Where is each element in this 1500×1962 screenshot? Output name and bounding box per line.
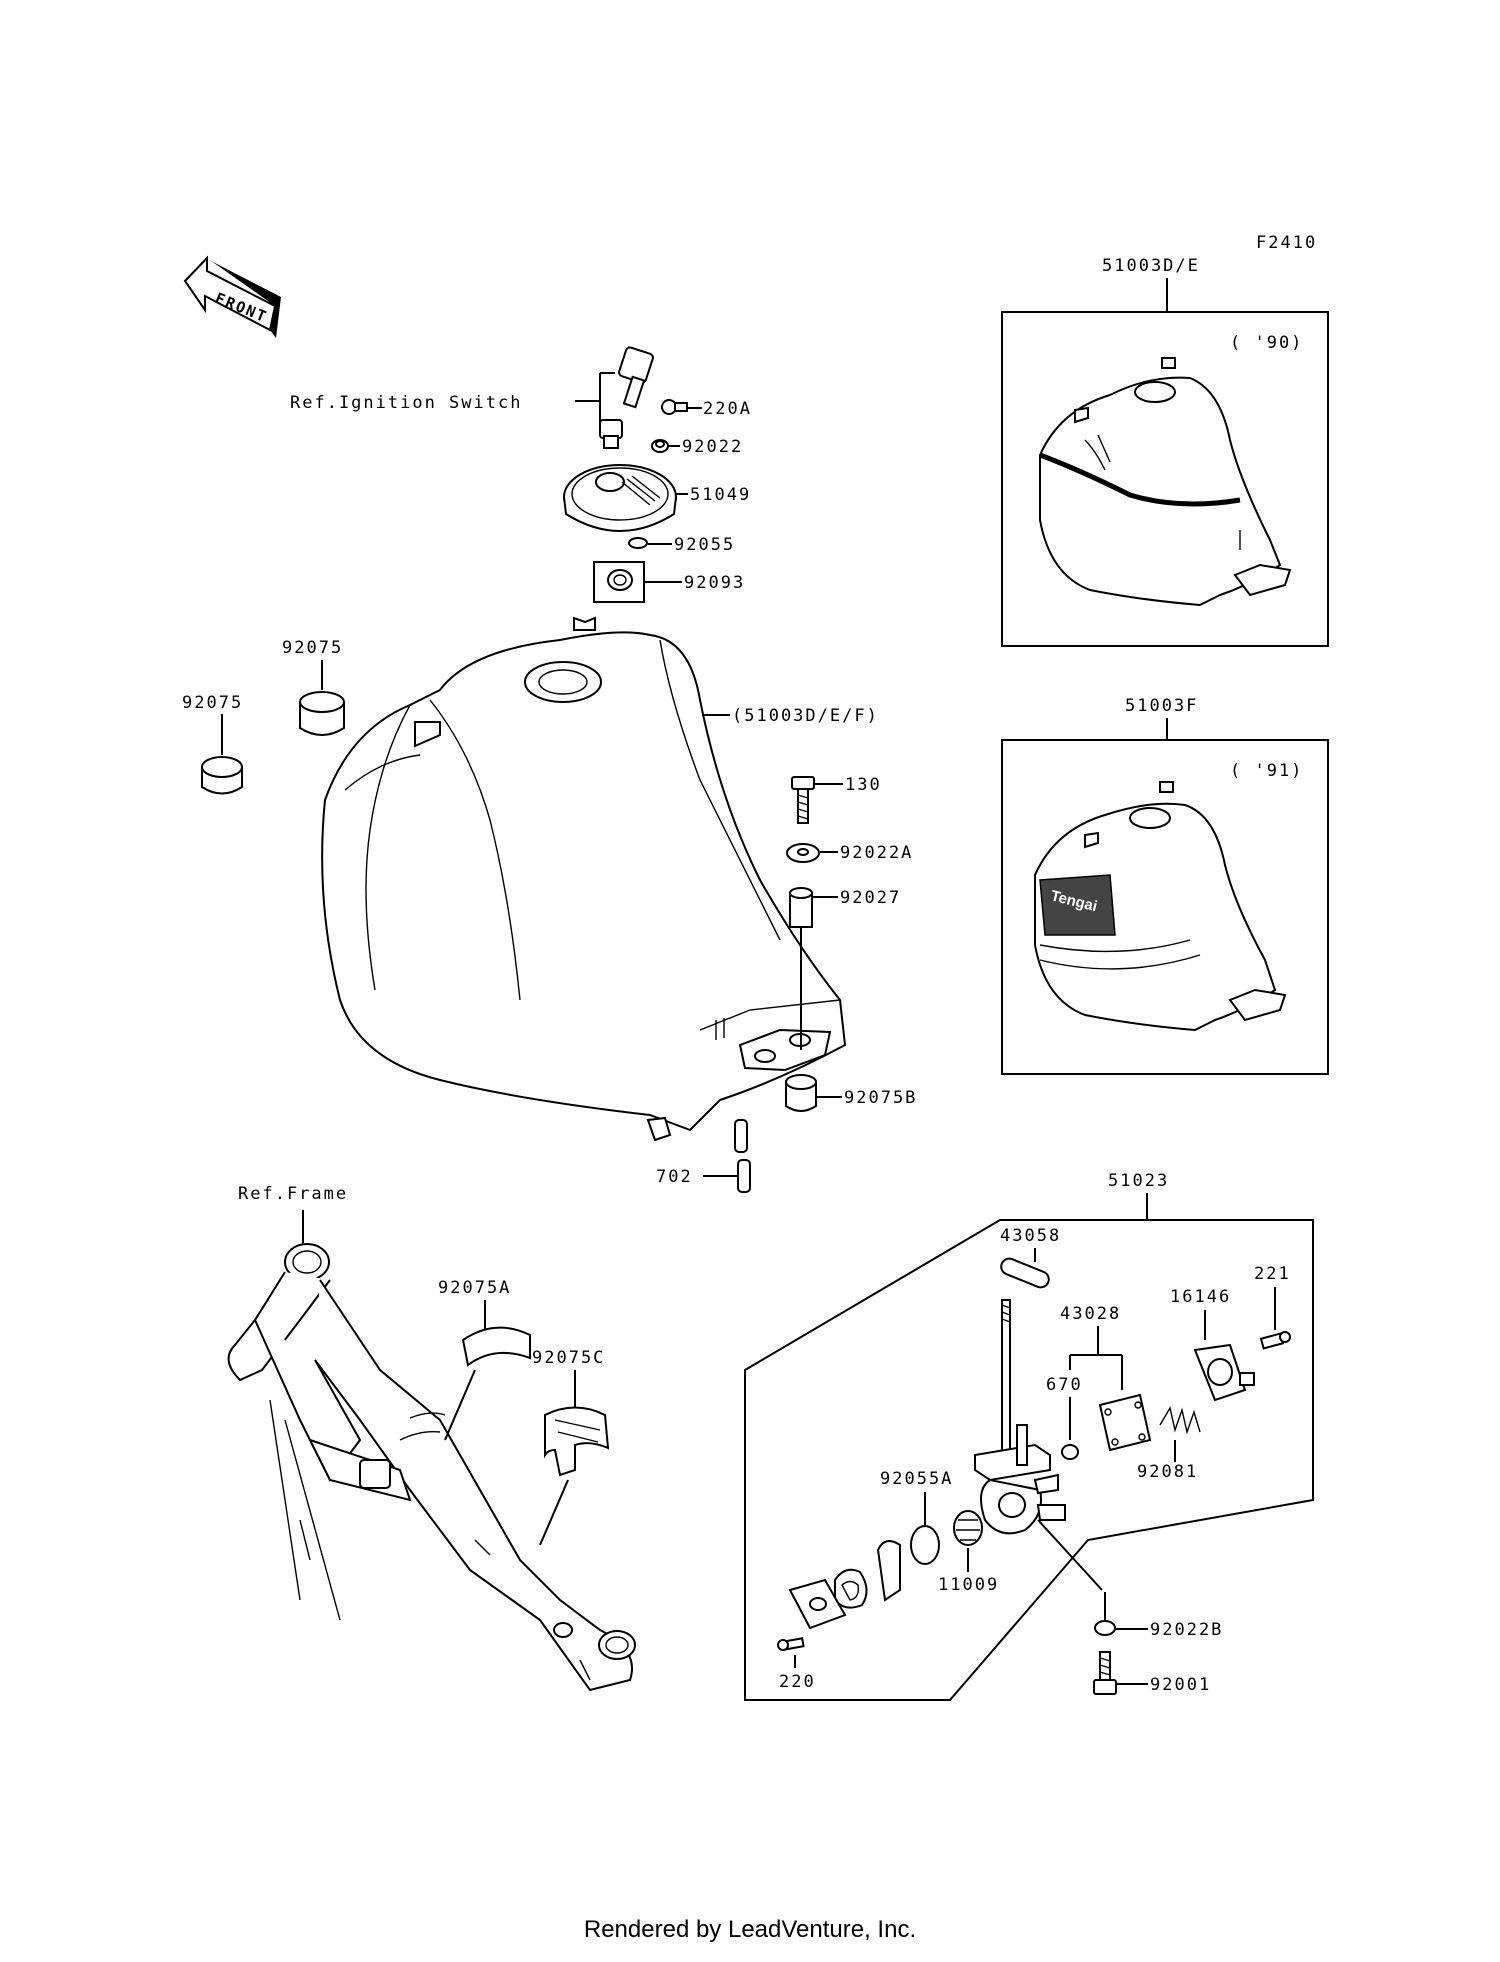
spring-92081: [1159, 1406, 1201, 1435]
bolt-92001: [1093, 1651, 1117, 1695]
tank-label: (51003D/E/F): [732, 706, 879, 726]
washer-92022A: [786, 843, 820, 863]
damper-92075A: [461, 1326, 531, 1367]
inset-1991-part: 51003F: [1125, 696, 1198, 716]
damper-92075C: [544, 1406, 610, 1477]
label-92022: 92022: [682, 437, 743, 457]
label-11009: 11009: [938, 1575, 999, 1595]
label-221: 221: [1254, 1264, 1291, 1284]
label-670: 670: [1046, 1375, 1083, 1395]
diaphragm-43028: [1098, 1393, 1152, 1452]
label-92055: 92055: [674, 535, 735, 555]
o-ring-92055: [628, 537, 648, 549]
key-icon: [618, 346, 654, 409]
label-43028: 43028: [1060, 1304, 1121, 1324]
label-220: 220: [779, 1672, 816, 1692]
frame-illustration: [227, 1243, 636, 1692]
label-43058: 43058: [1000, 1226, 1061, 1246]
damper-92075B: [785, 1074, 817, 1112]
label-92075-right: 92075: [282, 638, 343, 658]
label-92093: 92093: [684, 573, 745, 593]
inset-1991-year: ( '91): [1230, 761, 1303, 781]
label-92075C: 92075C: [532, 1348, 605, 1368]
fuel-cock-body: [974, 1299, 1066, 1535]
diagram-code: F2410: [1256, 233, 1317, 253]
cock-lever: [876, 1540, 901, 1602]
front-arrow-icon: FRONT: [183, 255, 281, 338]
ref-ignition-switch: Ref.Ignition Switch: [290, 393, 522, 413]
damper-92075-right: [299, 691, 345, 736]
label-92075A: 92075A: [438, 1278, 511, 1298]
label-92001: 92001: [1150, 1675, 1211, 1695]
label-702: 702: [656, 1167, 693, 1187]
inset-1990-part: 51003D/E: [1102, 256, 1200, 276]
fuel-cap-51049: [563, 464, 677, 532]
label-51023: 51023: [1108, 1171, 1169, 1191]
label-130: 130: [845, 775, 882, 795]
label-220A: 220A: [703, 399, 752, 419]
tank-1990-illustration: [1039, 357, 1292, 607]
inset-1991-box: [1001, 739, 1329, 1075]
filter-11009: [953, 1510, 983, 1546]
label-92055A: 92055A: [880, 1469, 953, 1489]
o-ring-670: [1061, 1444, 1079, 1460]
ref-frame: Ref.Frame: [238, 1184, 348, 1204]
label-92075-left: 92075: [182, 693, 243, 713]
fuel-cock-box: [744, 1219, 1314, 1701]
pipe-702: [734, 1119, 751, 1193]
bolt-130: [791, 776, 815, 824]
damper-92075-left: [201, 756, 243, 795]
lock-cylinder: [599, 419, 623, 449]
cover-16146: [1193, 1343, 1255, 1402]
label-92022A: 92022A: [840, 843, 913, 863]
label-92027: 92027: [840, 888, 901, 908]
cock-plate: [788, 1578, 847, 1630]
inset-1990-box: [1001, 311, 1329, 647]
fuel-tank: [321, 616, 847, 1142]
collar-92027: [789, 887, 813, 928]
tank-1991-illustration: Tengai: [1034, 781, 1287, 1032]
grommet-92093: [593, 561, 645, 603]
screw-220: [777, 1637, 805, 1651]
footer-credit: Rendered by LeadVenture, Inc.: [583, 1916, 917, 1943]
gasket-43058: [1000, 1257, 1050, 1289]
screw-220A: [661, 399, 688, 415]
ignition-bracket: [575, 372, 615, 428]
label-92081: 92081: [1137, 1462, 1198, 1482]
label-51049: 51049: [690, 485, 751, 505]
label-16146: 16146: [1170, 1287, 1231, 1307]
label-92075B: 92075B: [844, 1088, 917, 1108]
o-ring-92055A: [910, 1525, 940, 1565]
screw-221: [1259, 1331, 1291, 1350]
label-92022B: 92022B: [1150, 1620, 1223, 1640]
nut-92022: [651, 439, 669, 453]
inset-1990-year: ( '90): [1230, 333, 1303, 353]
cock-gasket: [834, 1568, 868, 1609]
washer-92022B: [1094, 1620, 1116, 1636]
